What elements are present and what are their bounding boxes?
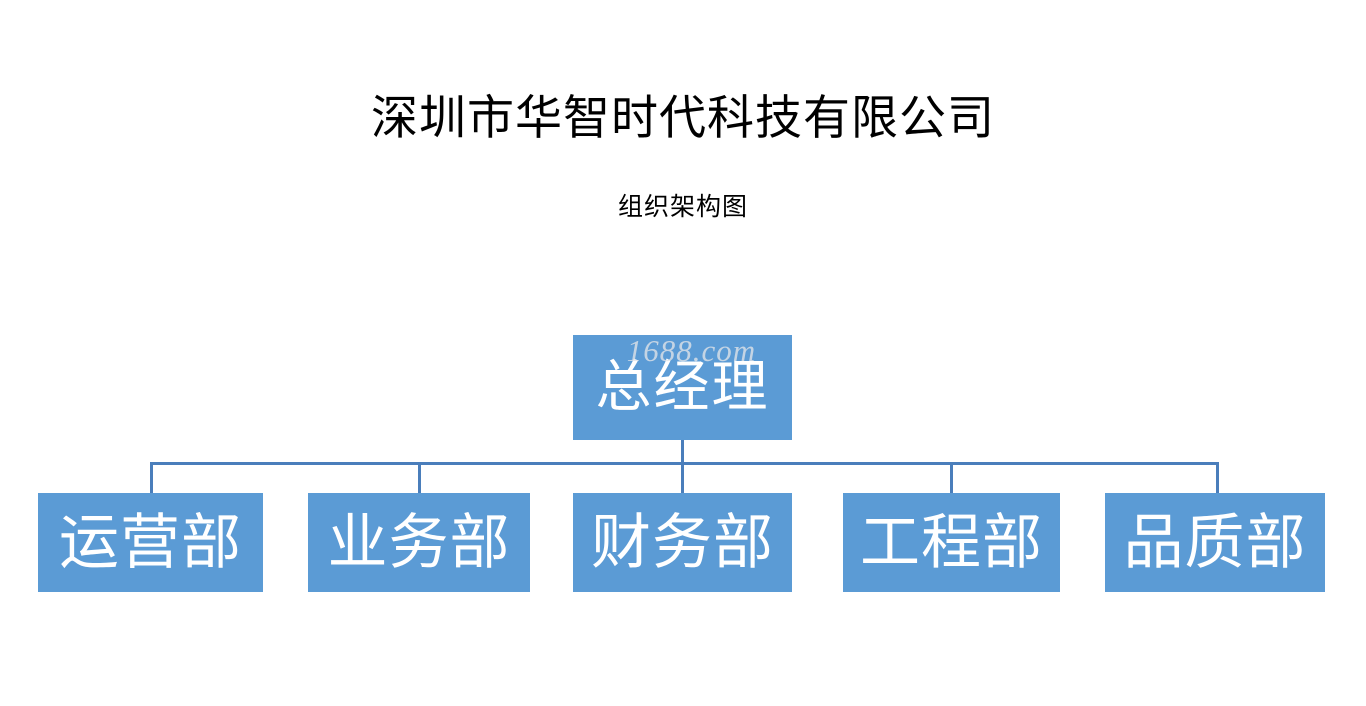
org-node-label: 财务部	[591, 509, 774, 576]
connector-drop-quality	[1216, 462, 1219, 493]
org-node-label: 业务部	[327, 509, 511, 576]
connector-root-stem	[681, 440, 684, 464]
org-node-business[interactable]: 业务部	[308, 493, 530, 592]
org-node-label: 运营部	[59, 509, 242, 576]
org-node-finance[interactable]: 财务部	[573, 493, 792, 592]
org-node-general-manager[interactable]: 总经理	[573, 335, 792, 440]
org-node-engineering[interactable]: 工程部	[843, 493, 1060, 592]
org-node-label: 工程部	[860, 509, 1043, 576]
connector-horizontal-bus	[150, 462, 1219, 465]
chart-subtitle: 组织架构图	[617, 194, 748, 221]
org-node-operations[interactable]: 运营部	[38, 493, 263, 592]
connector-drop-ops	[150, 462, 153, 493]
connector-drop-engineer	[950, 462, 953, 493]
org-node-label: 品质部	[1123, 509, 1307, 576]
connector-drop-finance	[681, 462, 684, 493]
org-node-label: 总经理	[595, 356, 770, 419]
connector-drop-business	[418, 462, 421, 493]
page-title: 深圳市华智时代科技有限公司	[371, 93, 995, 145]
org-node-quality[interactable]: 品质部	[1105, 493, 1325, 592]
